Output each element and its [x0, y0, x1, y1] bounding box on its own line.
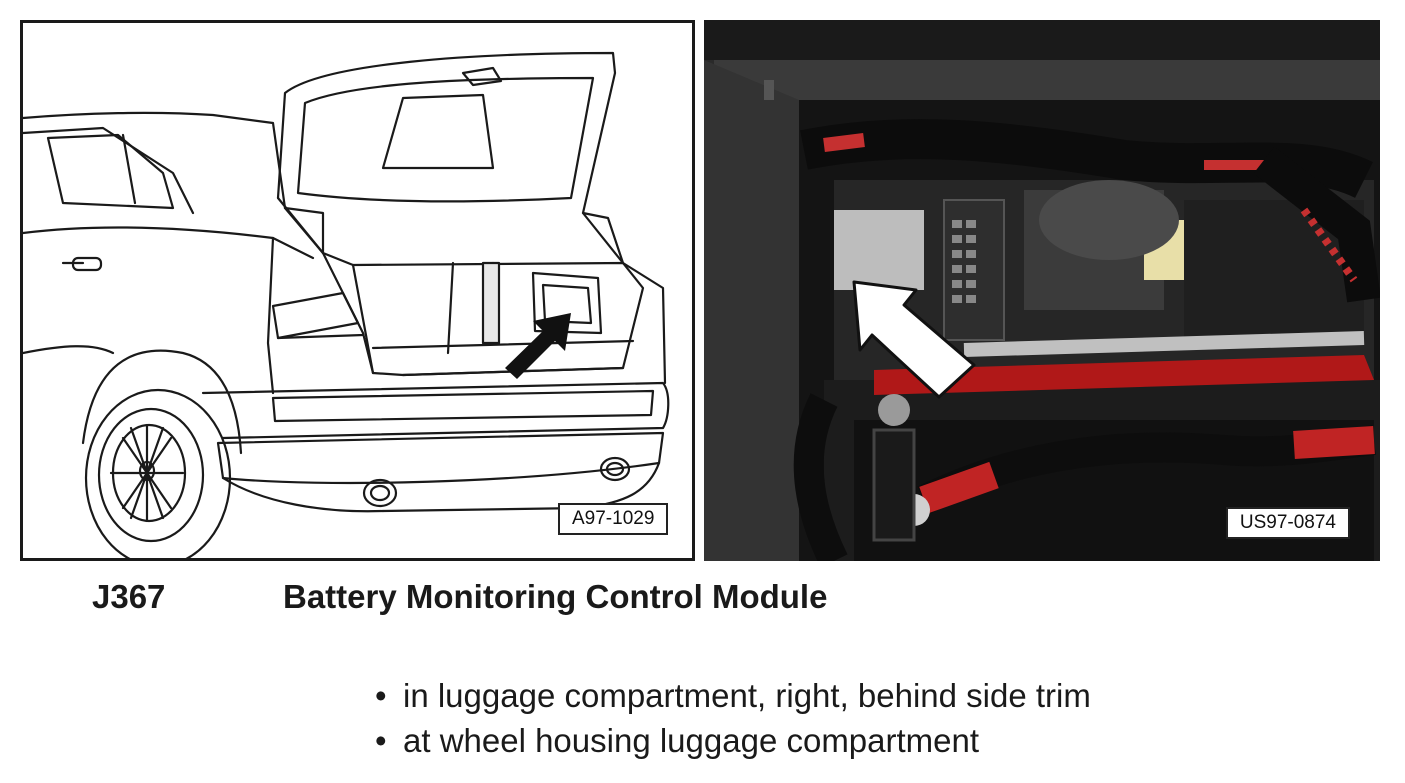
figure-label-right: US97-0874 [1225, 507, 1350, 539]
figure-label-left: A97-1029 [558, 503, 669, 535]
list-item: • at wheel housing luggage compartment [375, 718, 1091, 763]
location-list: • in luggage compartment, right, behind … [375, 673, 1091, 763]
trunk-photo: US97-0874 [704, 20, 1380, 561]
bullet-icon: • [375, 677, 387, 714]
list-item: • in luggage compartment, right, behind … [375, 673, 1091, 718]
component-name: Battery Monitoring Control Module [283, 578, 828, 615]
pointer-arrow-white [852, 280, 976, 399]
trunk-photo-drawing [704, 20, 1380, 561]
pointer-arrow [505, 313, 571, 379]
location-text: in luggage compartment, right, behind si… [403, 677, 1091, 714]
bullet-icon: • [375, 722, 387, 759]
car-line-drawing [23, 51, 670, 558]
car-trunk-illustration: A97-1029 [20, 20, 695, 561]
location-text: at wheel housing luggage compartment [403, 722, 980, 759]
component-code: J367 [92, 578, 166, 615]
